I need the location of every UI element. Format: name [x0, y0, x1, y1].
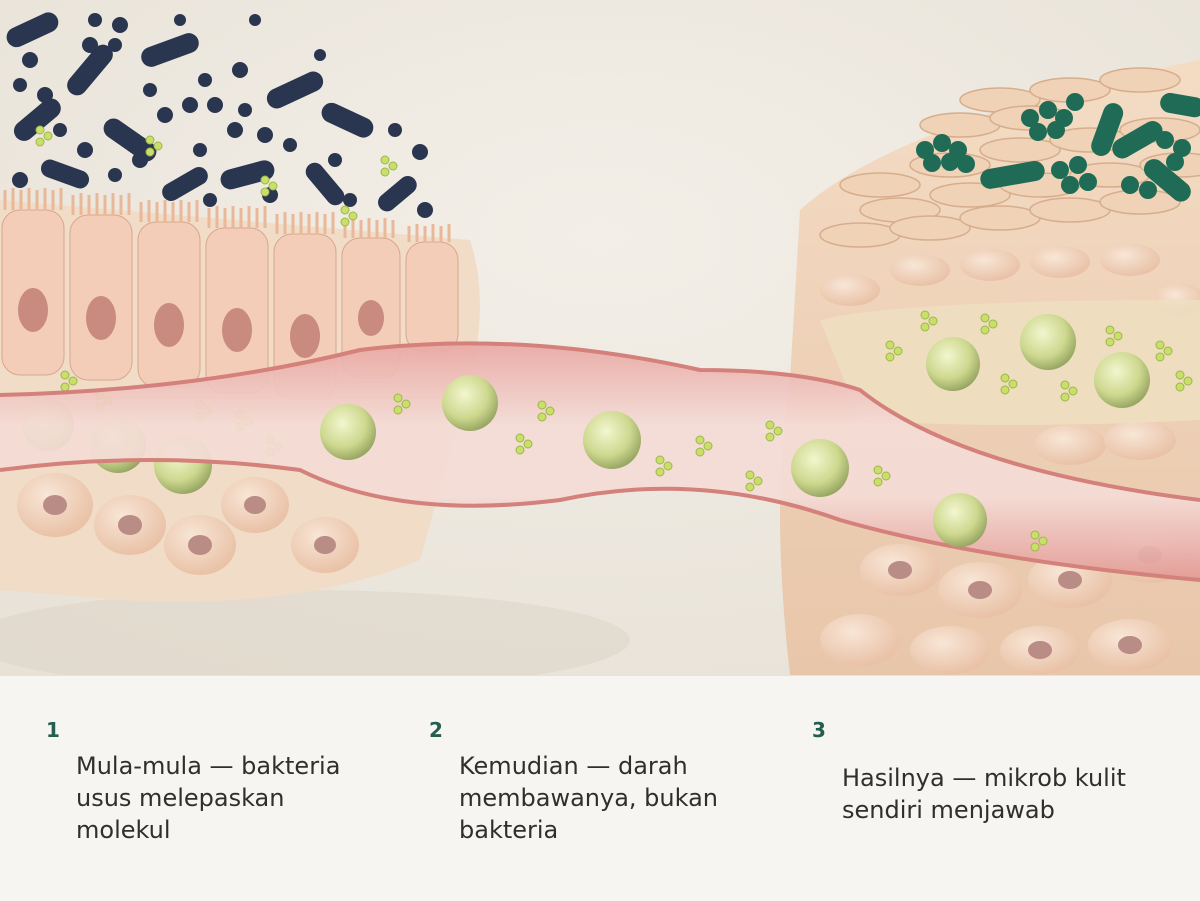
gut-tissue-block: [0, 188, 480, 602]
deep-tissue-cells: [17, 473, 359, 575]
step-caption: Kemudian — darah membawanya, bukan bakte…: [459, 752, 719, 844]
skin-microbes: [916, 92, 1200, 202]
caption-panel: [0, 675, 1200, 901]
gut-bacteria: [6, 12, 433, 218]
step-caption: Hasilnya — mikrob kulit sendiri menjawab: [842, 764, 1126, 824]
step-2: 2 Kemudian — darah membawanya, bukan bak…: [429, 720, 749, 846]
step-number: 2: [429, 718, 443, 742]
signal-molecules-blood: [393, 310, 1193, 552]
immune-cells-vessel: [320, 314, 1150, 547]
step-number: 3: [812, 718, 826, 742]
step-number: 1: [46, 718, 60, 742]
microbiome-illustration: [0, 0, 1200, 675]
step-3: 3 Hasilnya — mikrob kulit sendiri menjaw…: [812, 720, 1132, 826]
microvilli: [3, 188, 451, 242]
step-1: 1 Mula-mula — bakteria usus melepaskan m…: [46, 720, 366, 846]
step-caption: Mula-mula — bakteria usus melepaskan mol…: [76, 752, 341, 844]
shadow-left: [0, 590, 630, 675]
